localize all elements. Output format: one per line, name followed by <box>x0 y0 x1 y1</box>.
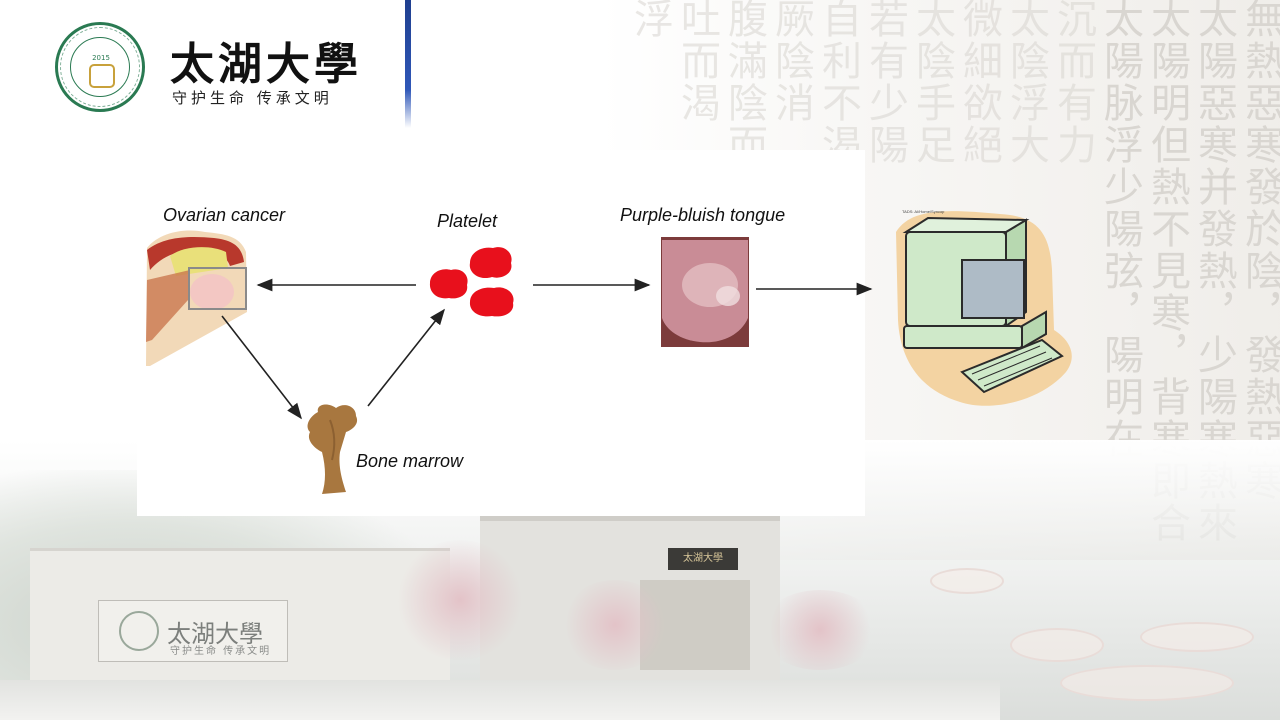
label-ovarian-cancer: Ovarian cancer <box>163 205 286 225</box>
label-bone-marrow: Bone marrow <box>356 451 464 471</box>
header-divider-bar <box>405 0 411 128</box>
calligraphy-column: 沉而有力 <box>1050 0 1096 166</box>
cloud-ornament <box>1140 622 1254 652</box>
blossom-tree <box>560 580 670 670</box>
computer-caption: TADS: AI/Home/Syncop <box>902 209 945 214</box>
gate-slogan: 守护生命 传承文明 <box>170 646 272 657</box>
university-name: 太湖大學 <box>170 39 362 90</box>
emblem-ring <box>60 27 140 107</box>
gate-name: 太湖大學 <box>167 619 263 648</box>
calligraphy-column: 太陰手足 <box>909 0 955 166</box>
emblem-mark-icon <box>89 64 115 88</box>
cloud-ornament <box>930 568 1004 594</box>
calligraphy-column: 腹滿陰而 <box>721 0 767 166</box>
calligraphy-column: 自利不渴 <box>815 0 861 166</box>
calligraphy-column: 無熱惡寒發於陰，發熱惡寒 <box>1238 0 1280 502</box>
label-purple-bluish-tongue: Purple-bluish tongue <box>620 205 786 225</box>
calligraphy-column: 太陽脉浮少陽弦，陽明在 <box>1097 0 1143 460</box>
cloud-ornament <box>1060 665 1234 701</box>
calligraphy-column: 吐而渴 <box>674 0 720 124</box>
cloud-ornament <box>1010 628 1104 662</box>
calligraphy-column: 微細欲絕 <box>956 0 1002 166</box>
university-slogan: 守护生命 传承文明 <box>172 89 333 107</box>
calligraphy-column: 若有少陽 <box>862 0 908 166</box>
blossom-tree <box>760 590 880 670</box>
blossom-tree <box>395 540 525 660</box>
emblem-inner-ring: 2015 <box>70 37 130 97</box>
label-platelet: Platelet <box>437 211 498 231</box>
campus-building-sign: 太湖大學 <box>668 548 738 570</box>
university-emblem-icon: 2015 <box>55 22 145 112</box>
emblem-year: 2015 <box>92 54 110 62</box>
calligraphy-column: 厥陰消 <box>768 0 814 124</box>
gate-emblem-icon <box>119 611 159 651</box>
calligraphy-column: 太陰浮大 <box>1003 0 1049 166</box>
background-ground <box>0 680 1000 720</box>
campus-gate-panel: 太湖大學 <box>98 600 288 662</box>
calligraphy-column: 浮 <box>627 0 673 40</box>
